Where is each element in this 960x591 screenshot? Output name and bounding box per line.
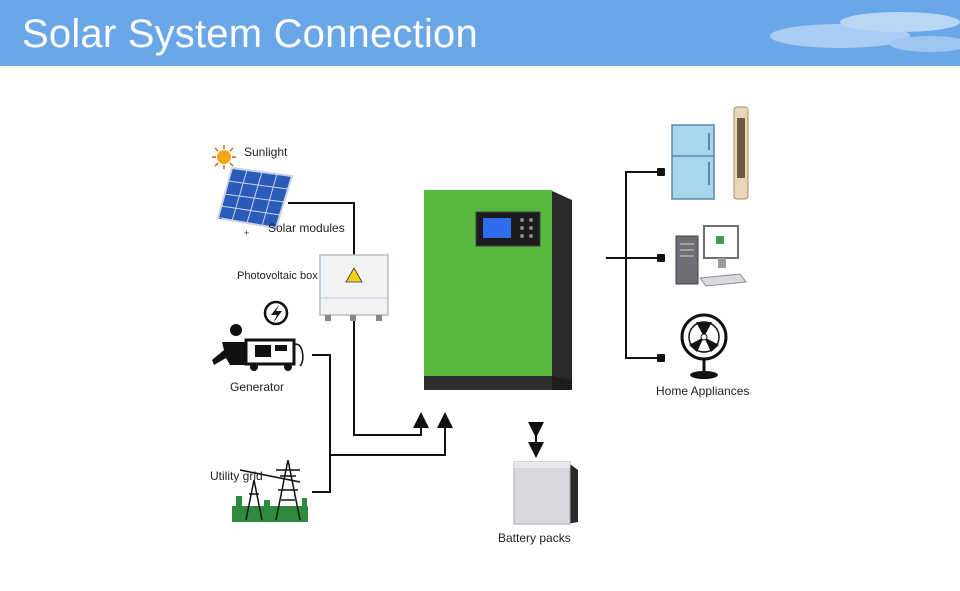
generator-icon xyxy=(212,300,304,371)
header-bar: Solar System Connection xyxy=(0,0,960,66)
label-generator: Generator xyxy=(230,380,285,394)
battery-icon xyxy=(513,461,578,525)
page-title: Solar System Connection xyxy=(22,12,478,56)
wires xyxy=(288,171,660,493)
label-home-appliances: Home Appliances xyxy=(656,384,750,398)
sun-icon xyxy=(212,145,236,169)
cloud-decoration xyxy=(770,12,960,52)
label-sunlight: Sunlight xyxy=(244,145,288,159)
label-utility-grid: Utility grid xyxy=(210,469,263,483)
solar-panel-icon: - + xyxy=(216,166,294,238)
plug-icons xyxy=(657,168,665,362)
computer-icon xyxy=(675,225,747,287)
label-battery-packs: Battery packs xyxy=(498,531,571,545)
utility-tower-icon xyxy=(232,459,308,522)
svg-text:-: - xyxy=(219,213,222,223)
inverter-icon xyxy=(424,190,572,390)
fridge-icon xyxy=(671,124,715,200)
fan-icon xyxy=(680,313,728,379)
label-pv-box: Photovoltaic box xyxy=(237,270,318,282)
svg-text:+: + xyxy=(244,228,249,238)
label-solar-modules: Solar modules xyxy=(268,221,345,235)
pv-box-icon xyxy=(319,254,389,321)
air-conditioner-icon xyxy=(733,106,749,200)
